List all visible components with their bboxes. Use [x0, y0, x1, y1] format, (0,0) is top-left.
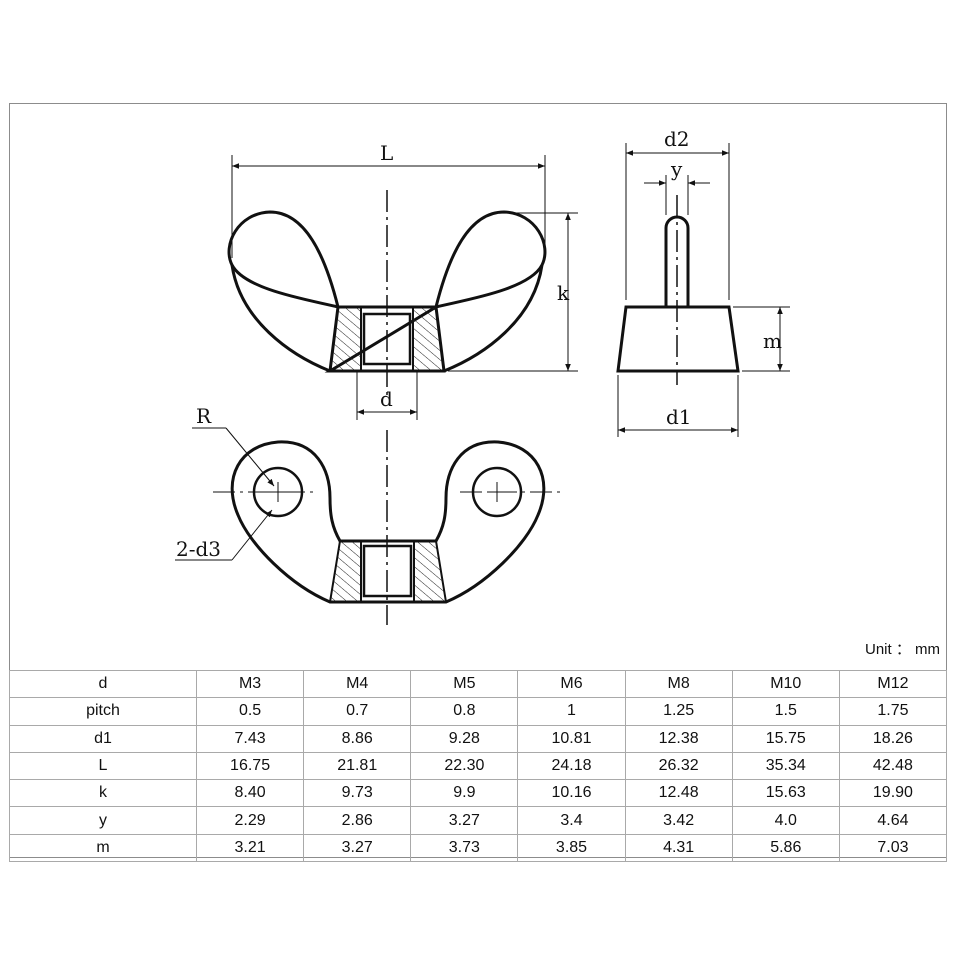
table-cell: M4: [303, 669, 412, 699]
front-view: [227, 155, 578, 420]
table-cell: 3.27: [410, 806, 519, 835]
row-label: m: [9, 833, 197, 863]
table-cell: 3.27: [303, 833, 412, 863]
table-cell: M5: [410, 669, 519, 699]
label-m: m: [763, 329, 782, 353]
table-cell: 7.43: [195, 724, 305, 753]
table-cell: 4.31: [624, 833, 733, 863]
side-wing: [664, 215, 690, 307]
table-cell: 19.90: [838, 779, 948, 808]
table-cell: M3: [195, 669, 305, 699]
unit-label: Unit ： mm: [864, 641, 940, 658]
table-cell: 12.48: [624, 779, 733, 808]
front-outline: [227, 210, 547, 373]
row-label: y: [9, 806, 197, 835]
label-R: R: [196, 404, 212, 428]
label-k: k: [557, 281, 570, 305]
front-hatch-left: [328, 306, 362, 372]
table-cell: 1.75: [838, 697, 948, 726]
table-cell: M12: [838, 669, 948, 699]
table-cell: 16.75: [195, 751, 305, 781]
bottom-outline: [230, 440, 546, 604]
table-cell: 15.75: [731, 724, 840, 753]
leader-R: [225, 427, 275, 487]
table-cell: 9.9: [410, 779, 519, 808]
table-cell: 21.81: [303, 751, 412, 781]
row-label: k: [9, 779, 197, 808]
table-cell: 8.40: [195, 779, 305, 808]
row-label: d: [9, 669, 197, 699]
table-cell: 9.28: [410, 724, 519, 753]
bottom-hatch-left: [328, 540, 362, 603]
table-cell: 5.86: [731, 833, 840, 863]
table-cell: 42.48: [838, 751, 948, 781]
table-cell: 4.64: [838, 806, 948, 835]
table-cell: 9.73: [303, 779, 412, 808]
label-d1: d1: [666, 405, 692, 429]
table-cell: 2.29: [195, 806, 305, 835]
table-cell: 22.30: [410, 751, 519, 781]
table-cell: 4.0: [731, 806, 840, 835]
row-label: d1: [9, 724, 197, 753]
label-y: y: [670, 157, 683, 181]
table-cell: 35.34: [731, 751, 840, 781]
bottom-hatch-right: [413, 540, 448, 603]
table-cell: 3.4: [517, 806, 626, 835]
side-base: [616, 305, 740, 373]
table-cell: 1.25: [624, 697, 733, 726]
table-cell: 24.18: [517, 751, 626, 781]
table-cell: 10.16: [517, 779, 626, 808]
table-cell: 0.8: [410, 697, 519, 726]
table-cell: 10.81: [517, 724, 626, 753]
table-cell: 3.73: [410, 833, 519, 863]
table-cell: M8: [624, 669, 733, 699]
table-cell: 0.7: [303, 697, 412, 726]
label-d2: d2: [664, 127, 690, 151]
table-cell: 0.5: [195, 697, 305, 726]
side-view: [616, 143, 790, 437]
table-cell: 3.42: [624, 806, 733, 835]
label-d: d: [380, 387, 393, 411]
table-cell: 26.32: [624, 751, 733, 781]
table-cell: 8.86: [303, 724, 412, 753]
label-L: L: [380, 141, 393, 165]
table-cell: 1.5: [731, 697, 840, 726]
table-cell: M6: [517, 669, 626, 699]
label-d3: 2-d3: [176, 537, 221, 561]
leader-d3: [231, 509, 273, 561]
table-cell: 3.85: [517, 833, 626, 863]
table-cell: 7.03: [838, 833, 948, 863]
table-cell: 3.21: [195, 833, 305, 863]
table-cell: 2.86: [303, 806, 412, 835]
table-cell: 15.63: [731, 779, 840, 808]
table-cell: 18.26: [838, 724, 948, 753]
table-cell: 1: [517, 697, 626, 726]
row-label: L: [9, 751, 197, 781]
row-label: pitch: [9, 697, 197, 726]
bottom-view: [175, 427, 560, 625]
table-cell: M10: [731, 669, 840, 699]
front-hatch-right: [412, 306, 446, 372]
wing-nut-drawing: L k d R 2-d3 d2 y m d1: [175, 127, 790, 625]
table-cell: 12.38: [624, 724, 733, 753]
